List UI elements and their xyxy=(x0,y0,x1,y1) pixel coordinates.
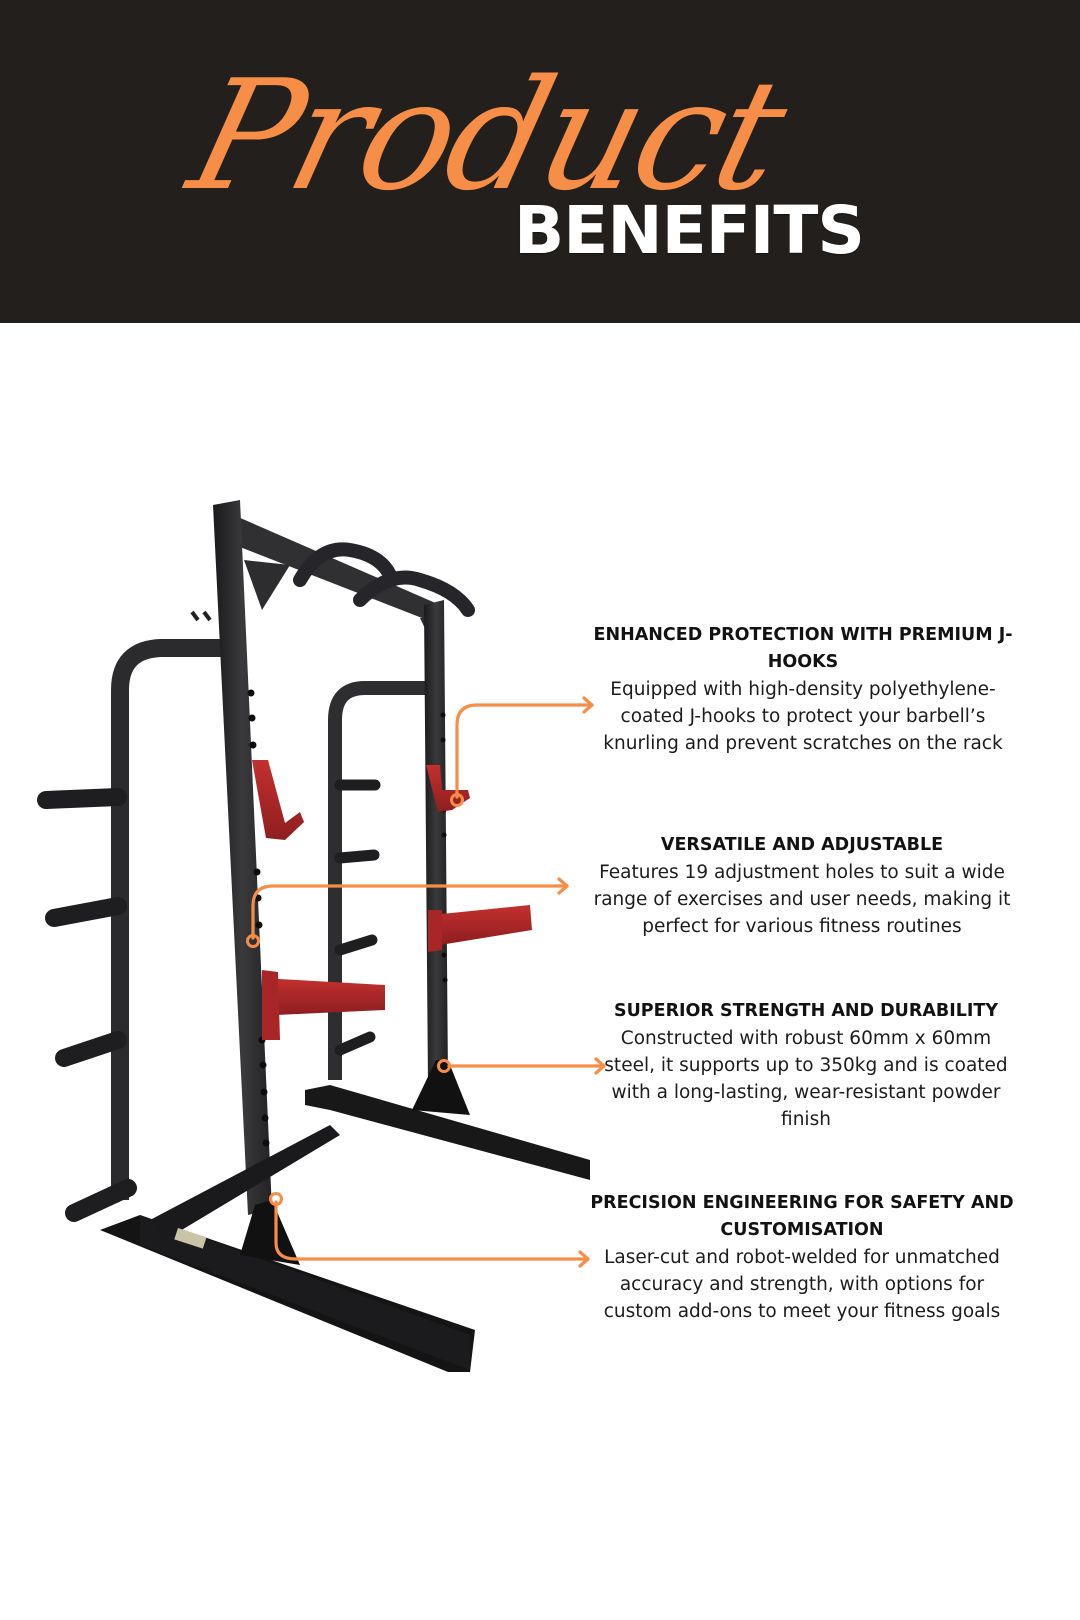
benefit-description: Laser-cut and robot-welded for unmatched… xyxy=(603,1247,1001,1322)
benefit-description: Constructed with robust 60mm x 60mm stee… xyxy=(604,1028,1008,1130)
benefit-title: VERSATILE AND ADJUSTABLE xyxy=(660,835,944,855)
benefit-strength: SUPERIOR STRENGTH AND DURABILITY Constru… xyxy=(594,998,1018,1133)
product-image-half-rack xyxy=(37,500,590,1372)
benefit-description: Features 19 adjustment holes to suit a w… xyxy=(593,862,1011,937)
benefit-adjustable: VERSATILE AND ADJUSTABLE Features 19 adj… xyxy=(586,832,1018,940)
benefit-description: Equipped with high-density polyethylene-… xyxy=(603,679,1003,754)
header-bold-title: BENEFITS xyxy=(514,192,865,269)
benefit-title: SUPERIOR STRENGTH AND DURABILITY xyxy=(613,1001,999,1021)
benefit-title: PRECISION ENGINEERING FOR SAFETY AND CUS… xyxy=(590,1193,1014,1240)
benefit-j-hooks: ENHANCED PROTECTION WITH PREMIUM J-HOOKS… xyxy=(588,622,1018,757)
benefit-title: ENHANCED PROTECTION WITH PREMIUM J-HOOKS xyxy=(593,625,1013,672)
header-script-title: Product xyxy=(175,47,799,224)
header-banner: Product BENEFITS xyxy=(0,0,1080,323)
benefit-precision: PRECISION ENGINEERING FOR SAFETY AND CUS… xyxy=(584,1190,1020,1325)
